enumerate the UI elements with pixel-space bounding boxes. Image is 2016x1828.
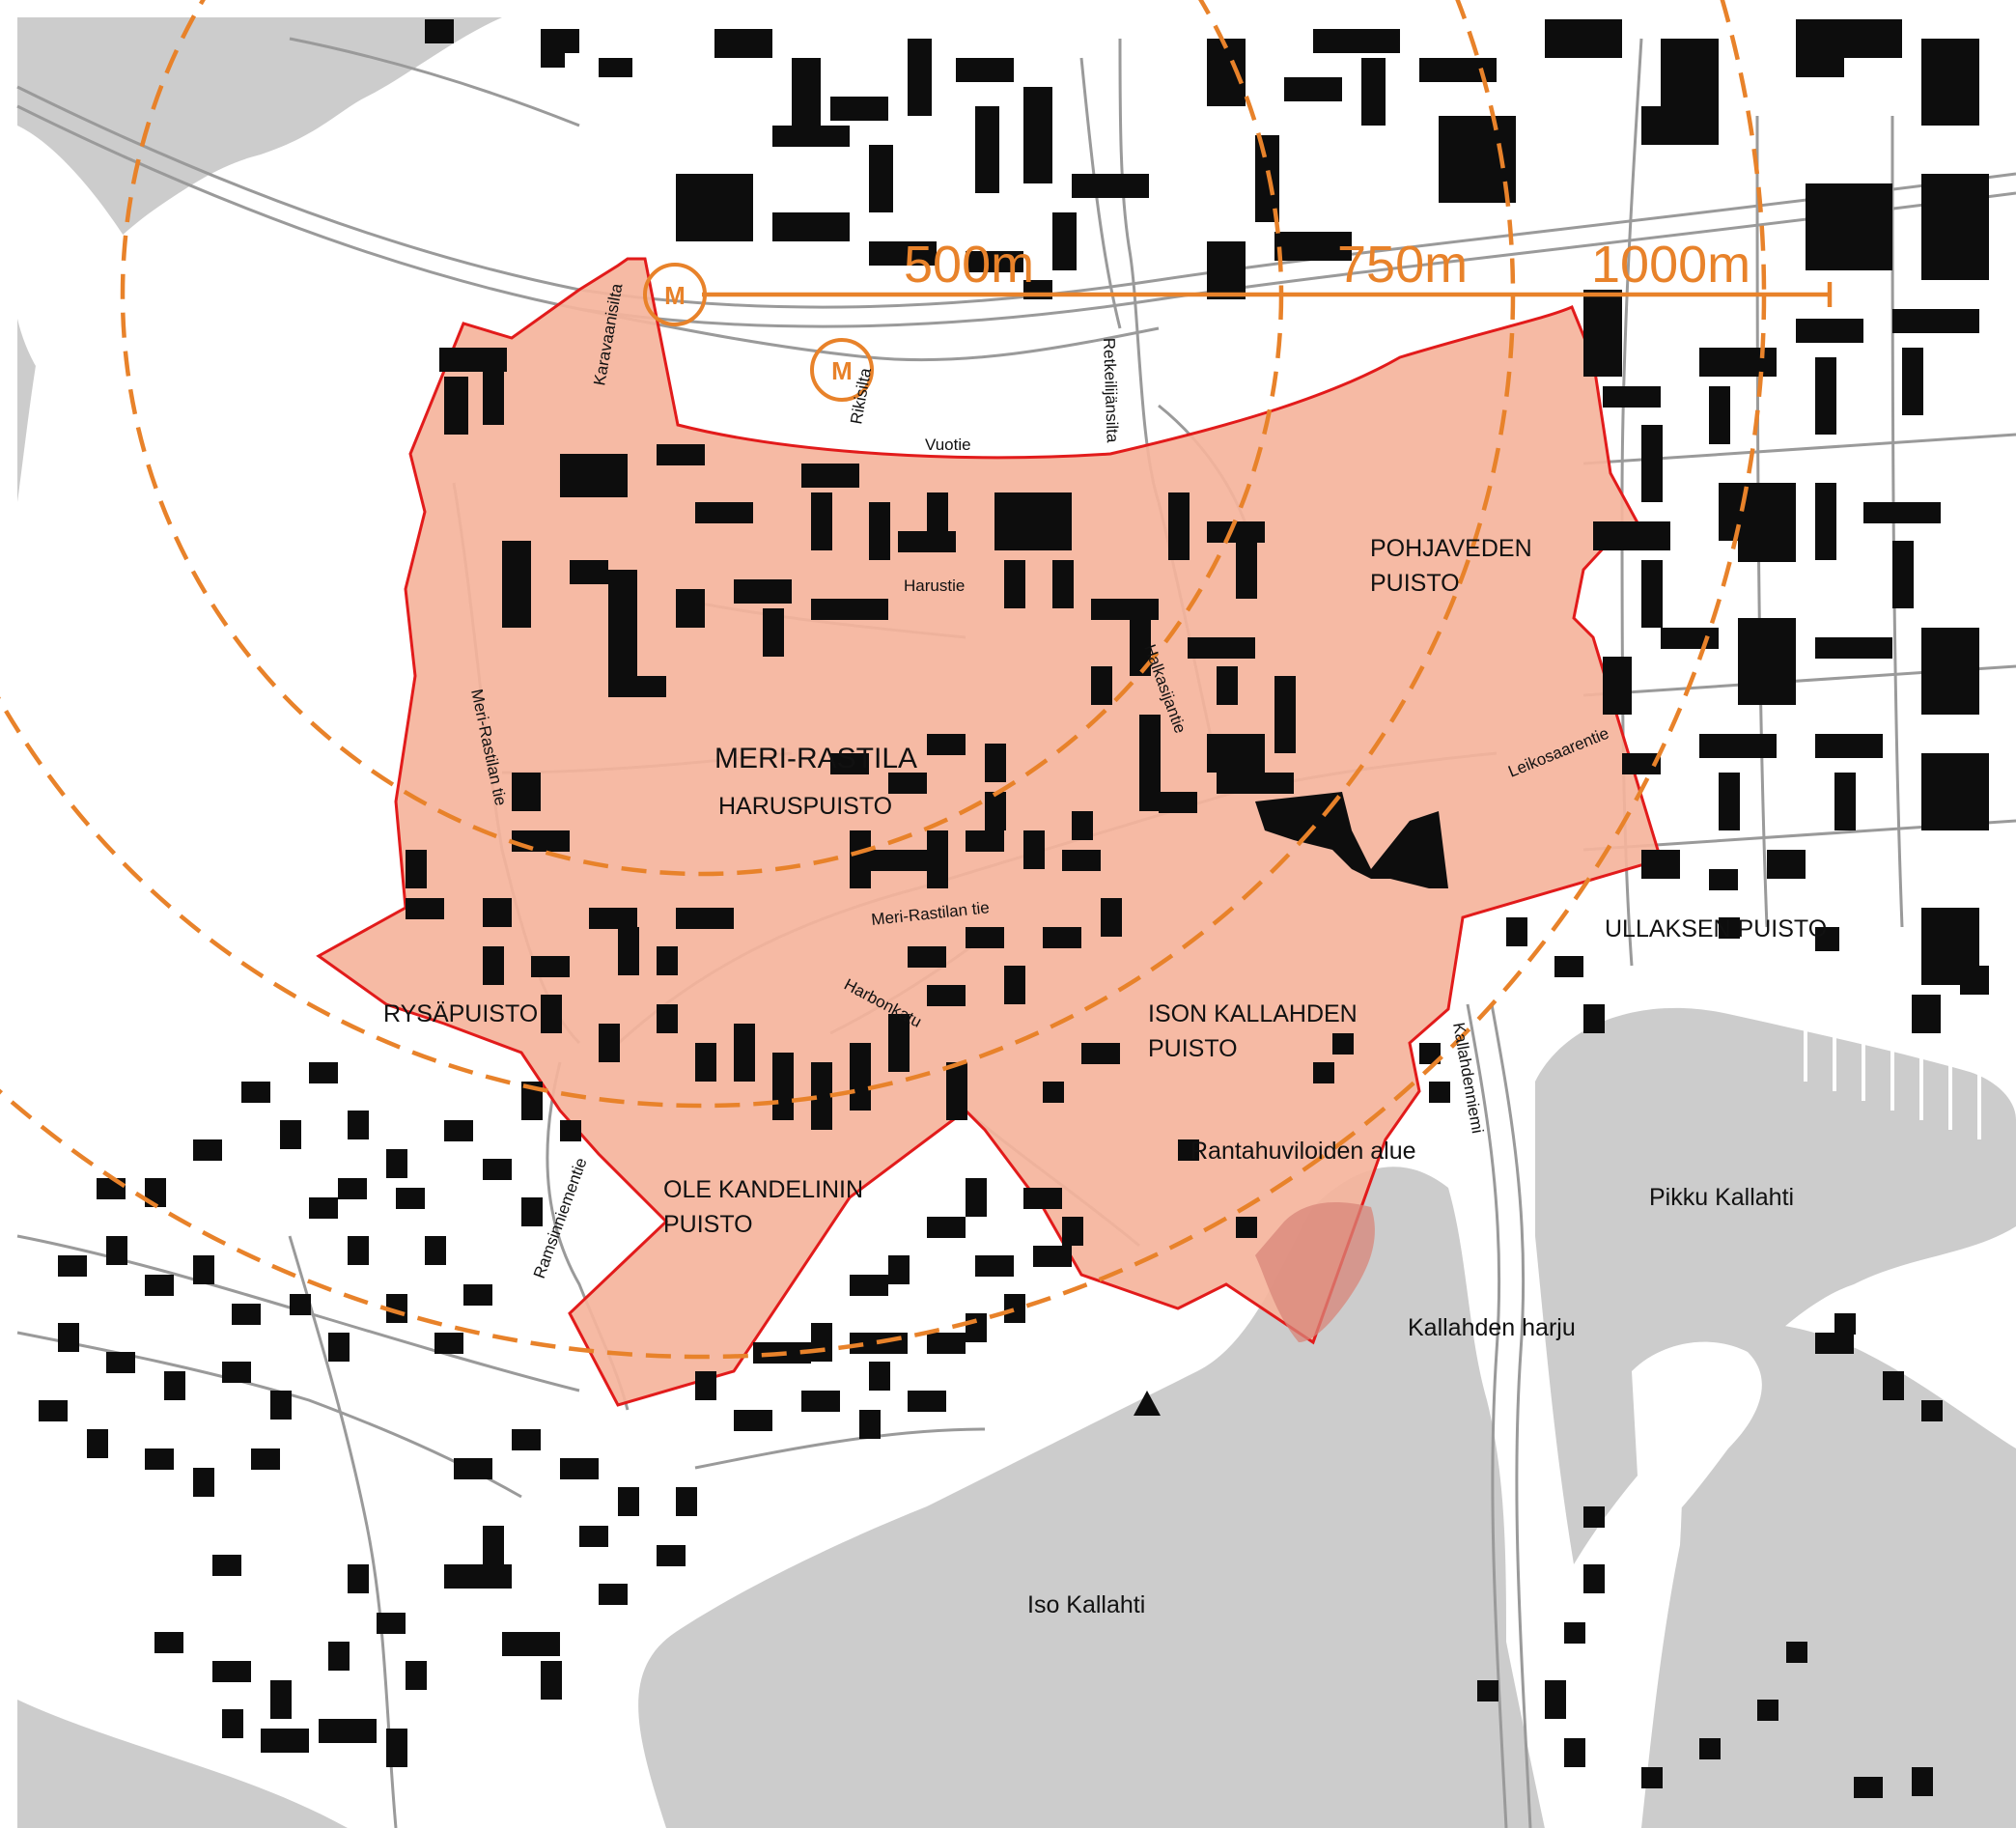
water-island-west xyxy=(17,126,186,396)
label-pohjaveden-1: POHJAVEDEN xyxy=(1370,535,1532,562)
buildings xyxy=(39,19,1989,1798)
label-ole-kandelinin-1: OLE KANDELININ xyxy=(663,1176,863,1203)
label-pikku-kallahti: Pikku Kallahti xyxy=(1649,1184,1794,1211)
label-ole-kandelinin-2: PUISTO xyxy=(663,1211,753,1238)
water-harju-inner xyxy=(1632,1341,1762,1545)
area-labels: MERI-RASTILA HARUSPUISTO POHJAVEDEN PUIS… xyxy=(383,535,1827,1341)
label-rantahuvilat: Rantahuviloiden alue xyxy=(1190,1138,1416,1165)
water-inner-bay-east xyxy=(1641,1322,2016,1828)
svg-text:M: M xyxy=(831,356,853,385)
beach-area xyxy=(1255,1202,1375,1342)
north-triangle-icon xyxy=(1134,1391,1161,1416)
scale-bar: 500m 750m 1000m xyxy=(702,236,1833,307)
label-pohjaveden-2: PUISTO xyxy=(1370,570,1460,597)
metro-circle-icon xyxy=(810,338,874,402)
label-ison-kallahden-1: ISON KALLAHDEN xyxy=(1148,1000,1358,1027)
water-labels: Pikku Kallahti Iso Kallahti xyxy=(1027,1184,1794,1618)
marina-jetties xyxy=(1804,1024,1981,1139)
scale-label-750m: 750m xyxy=(1337,236,1468,294)
label-kallahden-harju: Kallahden harju xyxy=(1408,1314,1576,1341)
svg-text:M: M xyxy=(664,281,686,310)
label-ullaksen: ULLAKSEN PUISTO xyxy=(1605,915,1827,942)
label-harustie: Harustie xyxy=(904,577,965,595)
water-southwest-corner xyxy=(17,1700,348,1828)
label-vuotie: Vuotie xyxy=(925,436,971,454)
scale-label-1000m: 1000m xyxy=(1591,236,1750,294)
metro-station-2[interactable]: M xyxy=(810,338,874,402)
water-bay-northwest xyxy=(17,17,502,502)
scale-label-500m: 500m xyxy=(904,236,1034,294)
metro-circle-icon xyxy=(643,263,707,326)
label-haruspuisto: HARUSPUISTO xyxy=(718,793,892,820)
label-rysapuisto: RYSÄPUISTO xyxy=(383,1000,538,1027)
label-iso-kallahti: Iso Kallahti xyxy=(1027,1591,1145,1618)
label-meri-rastila: MERI-RASTILA xyxy=(714,743,917,774)
metro-station-1[interactable]: M xyxy=(643,263,707,326)
label-retkeilijanisilta: Retkeilijänsilta xyxy=(1100,337,1122,443)
label-ison-kallahden-2: PUISTO xyxy=(1148,1035,1238,1062)
